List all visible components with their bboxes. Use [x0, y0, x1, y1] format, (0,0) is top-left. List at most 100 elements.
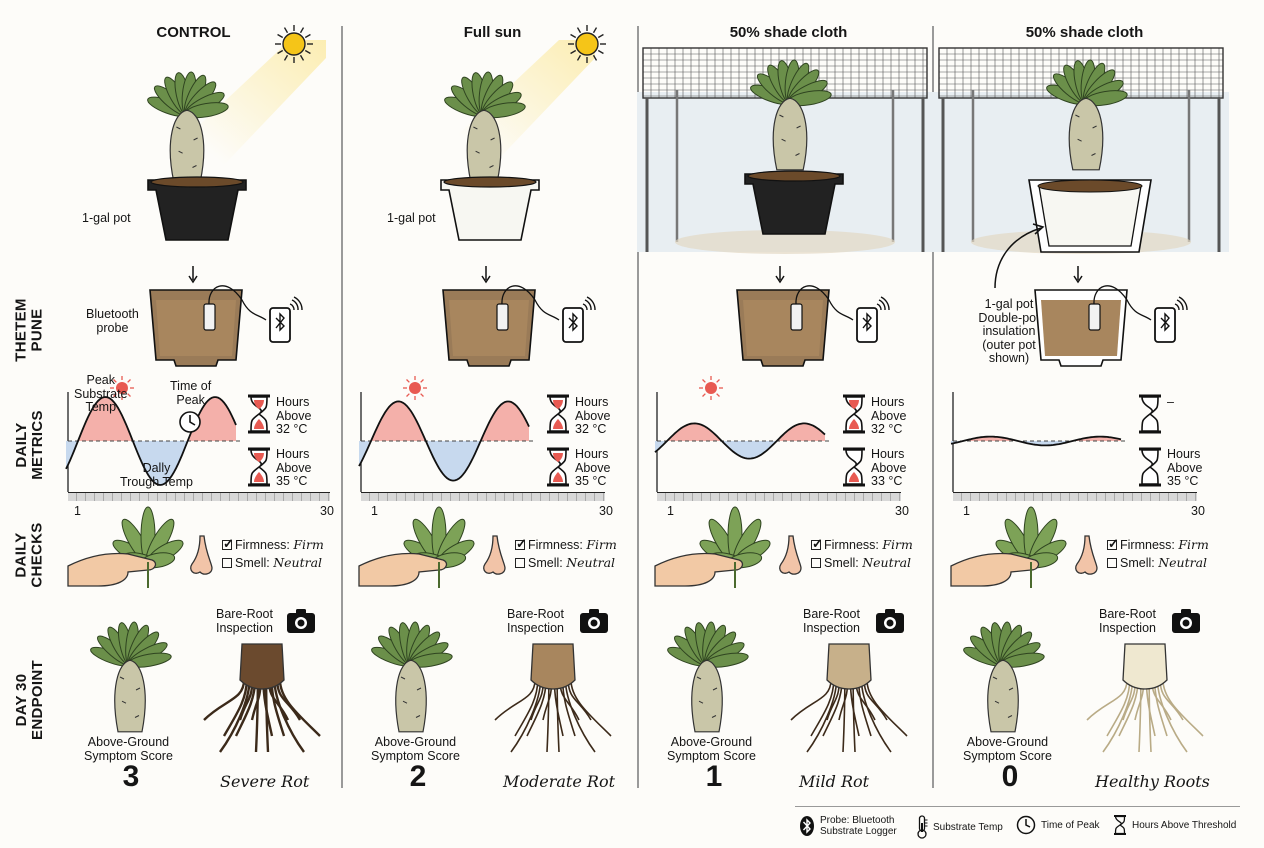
axis-ticks — [68, 492, 330, 501]
hand-icon — [654, 506, 771, 588]
rot-label: Healthy Roots — [1095, 772, 1210, 791]
down-arrow-icon — [1073, 266, 1083, 284]
threshold-1-label: – — [1167, 395, 1174, 409]
column-divider — [341, 26, 343, 788]
probe-label: Bluetooth probe — [86, 307, 139, 335]
cool-area — [655, 441, 825, 459]
threshold-1-label: Hours Above 32 °C — [575, 395, 611, 436]
pot-icon — [147, 176, 247, 241]
hourglass-icon — [1114, 815, 1126, 835]
bluetooth-icon — [800, 816, 814, 836]
temperature-curve — [950, 435, 1122, 447]
hourglass-icon — [843, 447, 865, 487]
time-of-peak-label: Time of Peak — [170, 379, 212, 407]
legend-time: Time of Peak — [1016, 815, 1100, 835]
firmness-check: Firmness: Firm — [811, 535, 913, 554]
sun-icon — [275, 25, 313, 63]
symptom-score: 1 — [705, 760, 723, 793]
symptom-label: Above-Ground Symptom Score — [84, 735, 173, 763]
threshold-2-label: Hours Above 35 °C — [1167, 447, 1203, 488]
temperature-chart — [950, 392, 1127, 492]
symptom-label: Above-Ground Symptom Score — [667, 735, 756, 763]
inspection-label: Bare-Root Inspection — [803, 607, 860, 635]
threshold-2-label: Hours Above 35 °C — [276, 447, 312, 488]
axis-end-label: 30 — [1191, 504, 1205, 518]
cool-area — [951, 441, 1121, 446]
temperature-curve — [654, 422, 826, 460]
column-title: 50% shade cloth — [1025, 24, 1144, 41]
hourglass-icon — [248, 447, 270, 487]
trough-label: Dally Trough Temp — [120, 461, 193, 489]
pointer-arrow-icon — [994, 223, 1045, 289]
nose-icon — [1075, 535, 1098, 575]
down-arrow-icon — [481, 266, 491, 284]
plant-icon — [444, 71, 526, 183]
camera-icon — [876, 609, 904, 633]
warm-area — [655, 423, 825, 441]
pot-icon — [440, 176, 540, 241]
symptom-score: 3 — [122, 760, 140, 793]
camera-icon — [1172, 609, 1200, 633]
double-pot-icon — [1028, 179, 1152, 253]
threshold-1-label: Hours Above 32 °C — [871, 395, 907, 436]
phone-icon — [1154, 296, 1188, 343]
probe-pot-icon — [149, 285, 267, 367]
heat-sun-icon — [110, 376, 134, 400]
clock-icon — [1016, 815, 1036, 835]
plant-icon — [750, 59, 832, 171]
hand-icon — [950, 506, 1067, 588]
threshold-1-label: Hours Above 32 °C — [276, 395, 312, 436]
heat-sun-icon — [403, 376, 427, 400]
nose-icon — [779, 535, 802, 575]
condition-column: 50% shade cloth 1 30 Hours Above 32 °C Hours… — [637, 0, 936, 800]
daily-checks: Firmness: Firm Smell: Neutral — [515, 535, 617, 572]
temperature-curve — [358, 400, 530, 482]
hourglass-icon — [547, 447, 569, 487]
axis-start-label: 1 — [371, 504, 378, 518]
firmness-check: Firmness: Firm — [1107, 535, 1209, 554]
roots-icon — [1086, 643, 1204, 753]
hourglass-icon — [1139, 394, 1161, 434]
phone-icon — [856, 296, 890, 343]
legend-hours: Hours Above Threshold — [1113, 815, 1236, 835]
hand-icon — [67, 506, 184, 588]
daily-checks: Firmness: Firm Smell: Neutral — [811, 535, 913, 572]
axis-start-label: 1 — [667, 504, 674, 518]
plant-icon — [667, 621, 749, 733]
roots-icon — [203, 643, 321, 753]
threshold-2-label: Hours Above 35 °C — [575, 447, 611, 488]
rot-label: Moderate Rot — [503, 772, 616, 791]
hourglass-icon — [248, 394, 270, 434]
roots-icon — [790, 643, 908, 753]
daily-checks: Firmness: Firm Smell: Neutral — [222, 535, 324, 572]
firmness-check: Firmness: Firm — [222, 535, 324, 554]
column-title: Full sun — [463, 24, 522, 41]
legend-temp: Substrate Temp — [915, 815, 1003, 839]
warm-area — [359, 401, 529, 441]
sun-icon — [568, 25, 606, 63]
plant-icon — [1046, 59, 1128, 171]
smell-check: Smell: Neutral — [811, 554, 913, 572]
column-divider — [932, 26, 934, 788]
heat-sun-icon — [699, 376, 723, 400]
probe-pot-icon — [1034, 285, 1152, 367]
temperature-curve — [65, 396, 237, 486]
down-arrow-icon — [188, 266, 198, 284]
cool-area — [359, 441, 529, 481]
axis-end-label: 30 — [895, 504, 909, 518]
pot-icon — [744, 170, 844, 235]
probe-pot-icon — [442, 285, 560, 367]
peak-label: Peak Substrate Temp — [74, 373, 128, 414]
axis-ticks — [657, 492, 901, 501]
thermometer-icon — [917, 815, 928, 839]
column-title: 50% shade cloth — [729, 24, 848, 41]
probe-pot-icon — [736, 285, 854, 367]
hourglass-icon — [1139, 447, 1161, 487]
pot-label: 1-gal pot — [82, 211, 131, 225]
plant-icon — [963, 621, 1045, 733]
legend-probe: Probe: Bluetooth Substrate Logger — [799, 815, 897, 837]
threshold-2-label: Hours Above 33 °C — [871, 447, 907, 488]
